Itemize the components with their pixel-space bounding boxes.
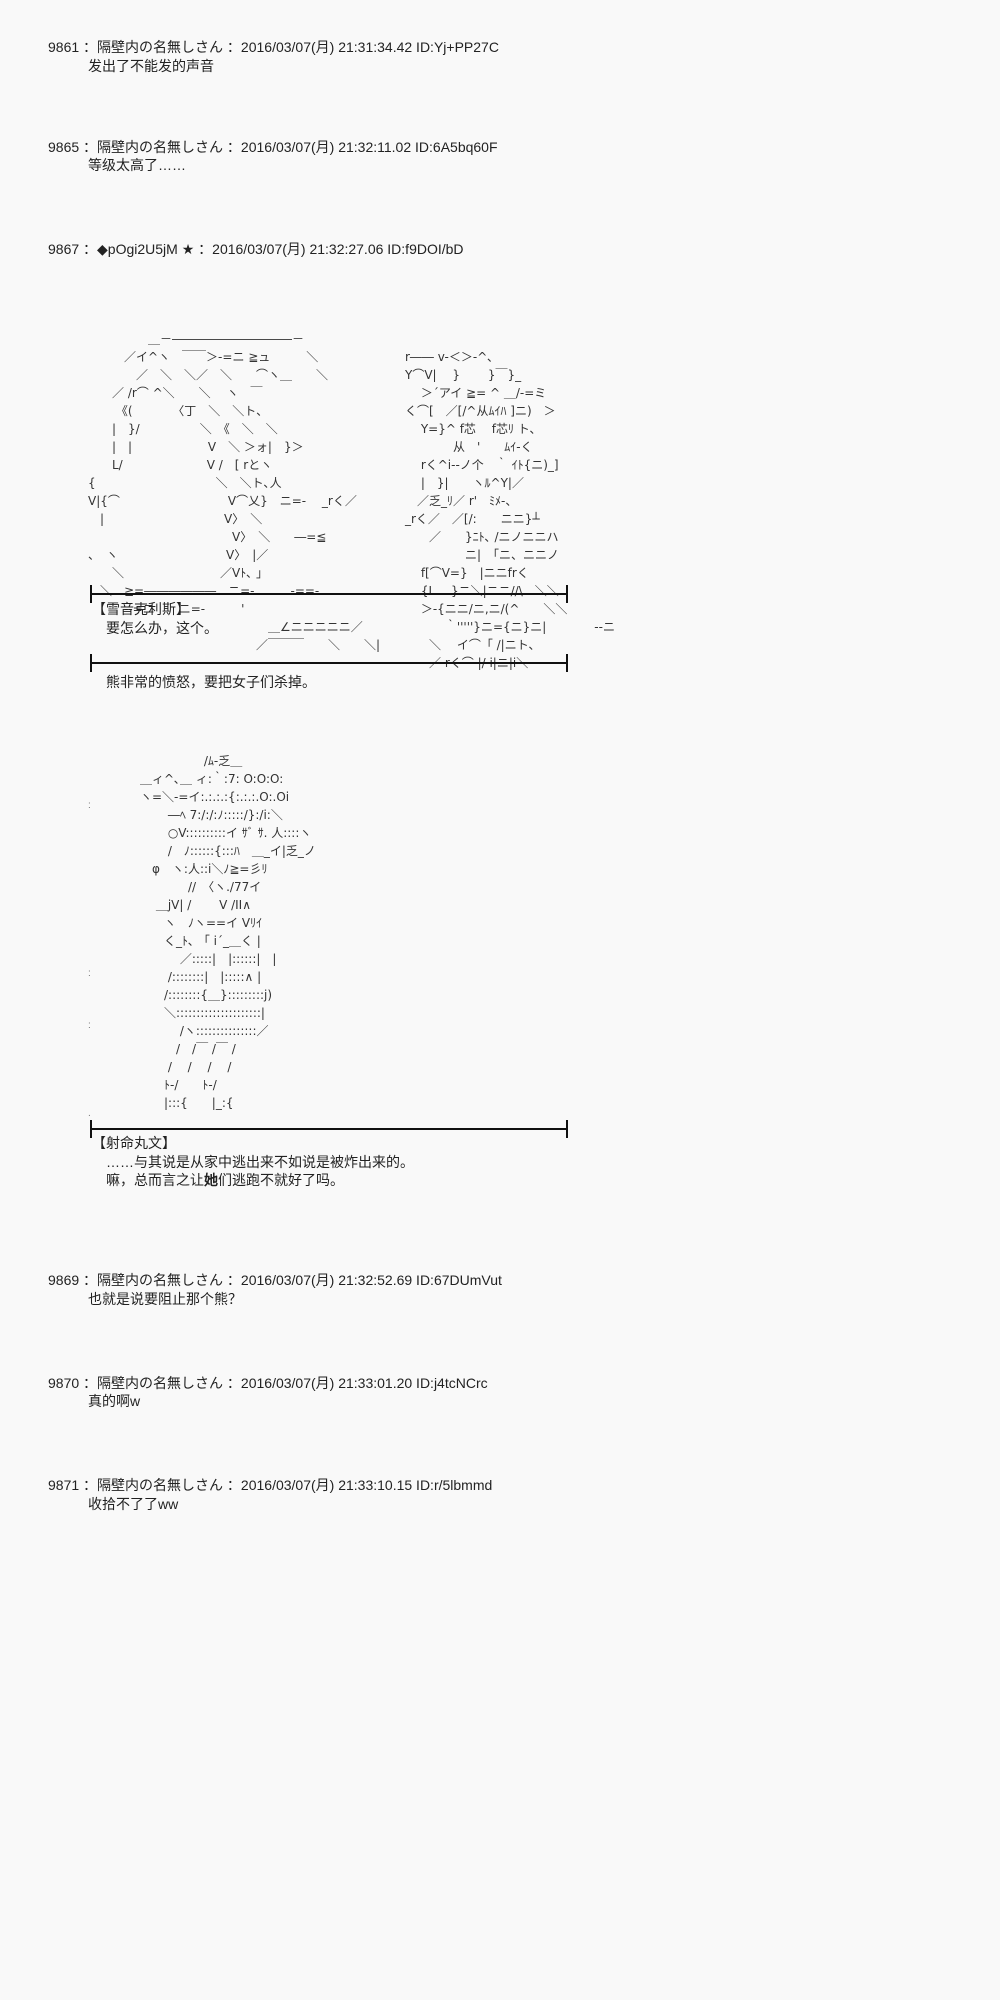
ascii-art-line: ＿－――――――――――－	[88, 332, 305, 346]
ascii-art-right-figure: r―― v-＜＞-^､ Y⌒V| } }￣}_ ＞´アイ ≧= ^ ＿/-=ミく⌒…	[405, 348, 615, 672]
ascii-art-line: ／乏_ﾘ／ r' ﾐﾒ-、	[405, 494, 518, 508]
post-header: 9870 ：隔壁内の名無しさん ：2016/03/07(月) 21:33:01.…	[48, 1375, 488, 1391]
ascii-art-line: ＼:::::::::::::::::::::|	[140, 1006, 265, 1020]
dialogue-part: 嘛，总而言之让	[106, 1172, 204, 1188]
ascii-art-line: L/ V / [ rとヽ	[88, 458, 273, 472]
post-body: 也就是说要阻止那个熊？	[88, 1291, 242, 1307]
post-body: 收拾不了了ww	[88, 1496, 179, 1512]
ascii-art-line: ＿jV| / V /II∧	[140, 898, 252, 912]
post-body: 发出了不能发的声音	[88, 58, 214, 74]
divider-cross	[566, 585, 568, 603]
ascii-art-line: ＞-{ニニ/ニ,ニ/(^ ＼＼	[405, 602, 568, 616]
divider-cross	[566, 1120, 568, 1138]
ascii-art-line: ＼ ／Vﾄ､ 」	[88, 566, 269, 580]
ascii-art-line: _rく／ ／[/: ニニ}┴	[405, 512, 540, 526]
dialogue-bold: 她	[204, 1172, 218, 1188]
ascii-art-line: ／:::::| |::::::| |	[140, 952, 277, 966]
divider-cross	[566, 654, 568, 672]
ascii-art-line: ／ ＼ ＼／ ＼ ⌒ヽ＿ ＼	[88, 368, 329, 382]
dialogue-line: 要怎么办，这个。	[106, 620, 218, 636]
divider	[90, 593, 568, 595]
ascii-art-line: ヽ ﾉヽ==イ Vﾘｲ	[140, 916, 263, 930]
ascii-art-line: く_ﾄ､ 「 i´_＿く |	[140, 934, 261, 948]
ascii-art-line: ＿∠ニニニニニ／	[88, 620, 363, 634]
ascii-art-line: ／￣￣￣ ＼ ＼|	[88, 638, 381, 652]
ascii-art-line: く⌒[ ／[/^从ﾑｲﾊ ]ニ) ＞	[405, 404, 556, 418]
ascii-art-line: / ﾉ::::::{:::ﾊ ＿_イ|乏_ノ	[140, 844, 316, 858]
ascii-art-line: --=ニ ニ=- '	[88, 602, 245, 616]
narration: 熊非常的愤怒，要把女子们杀掉。	[106, 674, 316, 690]
ascii-art-line: φ ヽ:人::i＼ﾉ≧=彡ﾘ	[140, 862, 268, 876]
ascii-art-line: / /￣ /￣ /	[140, 1042, 236, 1056]
ascii-art-line: | | V ＼ ＞ォ| }＞	[88, 440, 304, 454]
dot: .	[88, 1108, 91, 1119]
ascii-art-line: / / / /	[140, 1060, 232, 1074]
divider-cross	[90, 654, 92, 672]
dialogue-line: 嘛，总而言之让她们逃跑不就好了吗。	[106, 1171, 344, 1189]
ascii-art-line: V〉 ＼ ―=≦	[88, 530, 327, 544]
ascii-art-line: | V〉 ＼	[88, 512, 263, 526]
post-header: 9871 ：隔壁内の名無しさん ：2016/03/07(月) 21:33:10.…	[48, 1477, 493, 1493]
ascii-art-line: 、 ヽ V〉 |／	[88, 548, 269, 562]
ascii-art-line: |:::{ |_:{	[140, 1096, 234, 1110]
ascii-art-line: ＞´アイ ≧= ^ ＿/-=ミ	[405, 386, 547, 400]
post-header: 9861 ：隔壁内の名無しさん ：2016/03/07(月) 21:31:34.…	[48, 39, 499, 55]
divider	[90, 662, 568, 664]
dialogue-part: 们逃跑不就好了吗。	[218, 1172, 344, 1188]
ascii-art-line: /ﾑ-乏＿	[140, 754, 243, 768]
ascii-art-line: 《( 〈丁 ＼ ＼ト、	[88, 404, 269, 418]
ascii-art-line: Y=}^ f芯 f芯ﾘ ト､	[405, 422, 536, 436]
post-header: 9869 ：隔壁内の名無しさん ：2016/03/07(月) 21:32:52.…	[48, 1272, 502, 1288]
ascii-art-line: r―― v-＜＞-^､	[405, 350, 494, 364]
ascii-art-line: {L }ニ＼|ニニ//\ ＼＼	[405, 584, 559, 598]
ascii-art-line: f[⌒V=} |ニニfrく	[405, 566, 529, 580]
ascii-art-line: ＼ ≧=―――――― ニ=- -==-	[88, 584, 320, 598]
ascii-art-line: 从 ' ﾑｲ-く	[405, 440, 533, 454]
ascii-art-line: /::::::::| |:::::∧ |	[140, 970, 262, 984]
ascii-art-line: { ＼ ＼ト､人	[88, 476, 282, 490]
ascii-art-line: ―ﾍ 7:/:/:ﾉ:::::/}:/i:＼	[140, 808, 283, 822]
post-header: 9867 ：◆pOgi2U5jM ★ ：2016/03/07(月) 21:32:…	[48, 241, 464, 257]
ascii-art-line: ／ /r⌒ ^＼ ＼ ヽ ￣	[88, 386, 263, 400]
divider	[90, 1128, 568, 1130]
ascii-art-line: /::::::::{＿}:::::::::j)	[140, 988, 273, 1002]
divider-cross	[90, 1120, 92, 1138]
ascii-art-line: ＼ イ⌒「 /|ニト､	[405, 638, 535, 652]
ascii-art-line: ○V::::::::::イ ｻﾞ ｻ. 人::::ヽ	[140, 826, 312, 840]
dialogue-line: ……与其说是从家中逃出来不如说是被炸出来的。	[106, 1154, 414, 1170]
dot: :	[88, 800, 91, 811]
ascii-art-left-figure: ＿－――――――――――－ ／イ^ヽ ￣￣＞-=ニ ≧ュ ＼ ／ ＼ ＼／ ＼ …	[88, 330, 380, 654]
ascii-art-girl: /ﾑ-乏＿ ＿ィ^､＿ ィ:｀:7: O:O:O: ヽ=＼-=イ:.:.:.:{:.…	[140, 752, 316, 1112]
ascii-art-line: | }/ ＼ 《 ＼ ＼	[88, 422, 278, 436]
divider-cross	[90, 585, 92, 603]
ascii-art-line: /ヽ:::::::::::::::／	[140, 1024, 269, 1038]
dot: :	[88, 1020, 91, 1031]
ascii-art-line: | }| ヽﾙ^Y|／	[405, 476, 524, 490]
ascii-art-line: rく^i--ノ个 ｀ ｲﾄ{ニ)_]	[405, 458, 559, 472]
ascii-art-line: ヽ=＼-=イ:.:.:.:{:.:.:.O:.Oi	[140, 790, 290, 804]
speaker-name: 【雪音克利斯】	[92, 601, 190, 617]
post-body: 真的啊w	[88, 1393, 141, 1409]
ascii-art-line: Y⌒V| } }￣}_	[405, 368, 522, 382]
ascii-art-line: ／ }ﾆﾄ､ /ニノニニハ	[405, 530, 559, 544]
ascii-art-line: ニ| 「ニ、ニニノ	[405, 548, 560, 562]
ascii-art-line: ﾄ-/ ﾄ-/	[140, 1078, 217, 1092]
post-body: 等级太高了……	[88, 157, 186, 173]
ascii-art-line: ／イ^ヽ ￣￣＞-=ニ ≧ュ ＼	[88, 350, 319, 364]
ascii-art-line: // 〈ヽ./77イ	[140, 880, 262, 894]
post-header: 9865 ：隔壁内の名無しさん ：2016/03/07(月) 21:32:11.…	[48, 139, 498, 155]
speaker-name: 【射命丸文】	[92, 1135, 176, 1151]
ascii-art-line: ｀'''''}ニ={ニ}ニ| --ニ	[405, 620, 615, 634]
ascii-art-line: ＿ィ^､＿ ィ:｀:7: O:O:O:	[140, 772, 284, 786]
ascii-art-line: V|{⌒ V⌒乂} ニ=- _rく／	[88, 494, 357, 508]
dot: :	[88, 968, 91, 979]
